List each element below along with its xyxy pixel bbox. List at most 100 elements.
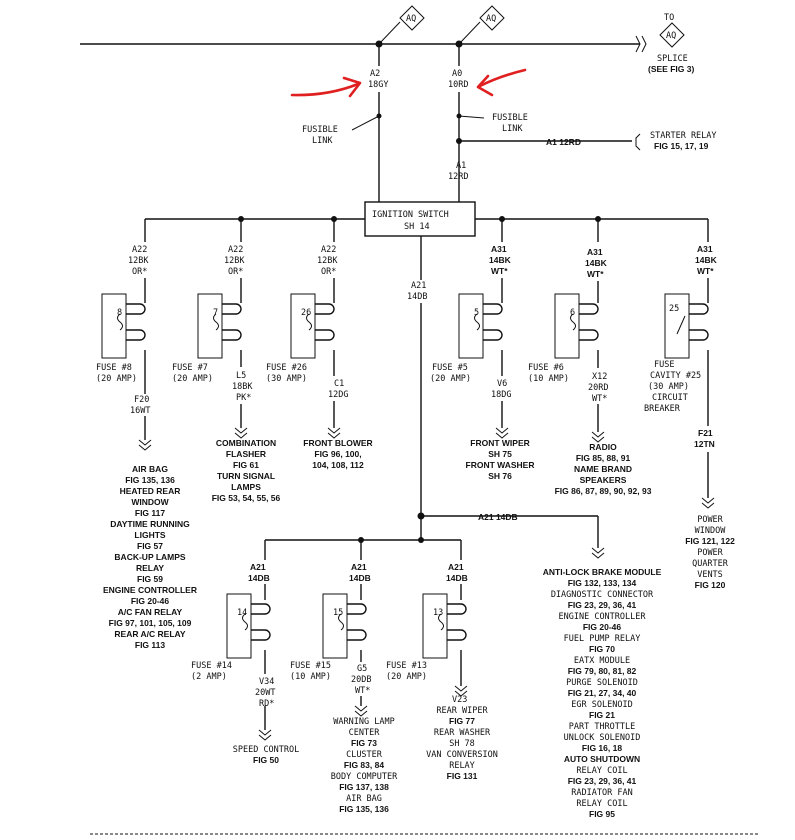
load-wiper-group: FRONT WIPER SH 75 FRONT WASHER SH 76 [466,438,535,481]
svg-text:FLASHER: FLASHER [226,449,266,459]
svg-text:SPEAKERS: SPEAKERS [580,475,627,485]
svg-text:FIG 117: FIG 117 [135,508,166,518]
svg-text:FIG 96, 100,: FIG 96, 100, [314,449,361,459]
svg-text:25: 25 [669,304,679,314]
a1-gauge-label: 12RD [448,172,468,182]
red-arrow-right-head [476,74,494,97]
svg-text:A31: A31 [587,247,603,257]
svg-text:FUEL PUMP RELAY: FUEL PUMP RELAY [564,634,641,644]
svg-text:EATX MODULE: EATX MODULE [574,656,630,666]
svg-text:A31: A31 [491,244,507,254]
svg-text:FRONT WASHER: FRONT WASHER [466,460,535,470]
svg-text:FIG 77: FIG 77 [449,716,475,726]
upper-wire-labels: A22 12BK OR* A22 12BK OR* A22 12BK OR* A… [128,244,718,302]
fuse-7-rating: (20 AMP) [172,374,213,384]
svg-text:WINDOW: WINDOW [695,526,727,536]
svg-text:AIR BAG: AIR BAG [132,464,168,474]
svg-text:A22: A22 [321,245,336,255]
svg-text:POWER: POWER [697,515,723,525]
svg-text:FIG 97, 101, 105, 109: FIG 97, 101, 105, 109 [109,618,192,628]
fuse-14-rating: (2 AMP) [191,672,227,682]
splice-diamond [659,22,685,48]
load-radio-group: RADIO FIG 85, 88, 91 NAME BRAND SPEAKERS… [555,442,652,496]
diamond-left [399,5,425,31]
svg-text:FIG 70: FIG 70 [589,644,615,654]
diamond-right [479,5,505,31]
fuse-5-label: FUSE #5 [432,363,468,373]
svg-text:UNLOCK SOLENOID: UNLOCK SOLENOID [564,733,641,743]
fuse-5-rating: (20 AMP) [430,374,471,384]
svg-text:V34: V34 [259,677,274,687]
fuse-25-label: FUSE [654,360,674,370]
a1-wire-label: A1 12RD [546,137,581,147]
fuse-14: 14 [226,593,271,659]
svg-text:G5: G5 [357,664,367,674]
svg-text:LIGHTS: LIGHTS [134,530,165,540]
svg-text:FIG 95: FIG 95 [589,809,615,819]
svg-text:ENGINE CONTROLLER: ENGINE CONTROLLER [559,612,647,622]
svg-text:FIG 73: FIG 73 [351,738,377,748]
svg-text:14DB: 14DB [407,292,427,302]
svg-text:WT*: WT* [355,686,370,696]
svg-text:VAN CONVERSION: VAN CONVERSION [426,750,498,760]
svg-text:FIG 23, 29, 36, 41: FIG 23, 29, 36, 41 [568,776,637,786]
fuse-8-label: FUSE #8 [96,363,132,373]
svg-text:FIG 85, 88, 91: FIG 85, 88, 91 [576,453,631,463]
svg-text:FIG 131: FIG 131 [447,771,478,781]
fuse-13-label: FUSE #13 [386,661,427,671]
svg-text:FIG 86, 87, 89, 90, 92, 93: FIG 86, 87, 89, 90, 92, 93 [555,486,652,496]
svg-text:F20: F20 [134,395,149,405]
svg-text:A21: A21 [448,562,464,572]
svg-text:RADIATOR FAN: RADIATOR FAN [571,788,632,798]
fuse-25-circuit-breaker: 25 [664,293,709,359]
svg-text:FRONT WIPER: FRONT WIPER [470,438,530,448]
svg-text:PURGE SOLENOID: PURGE SOLENOID [566,678,638,688]
svg-text:7: 7 [213,308,218,318]
svg-text:FIG 53, 54, 55, 56: FIG 53, 54, 55, 56 [212,493,281,503]
svg-text:POWER: POWER [697,548,723,558]
svg-text:RELAY COIL: RELAY COIL [576,799,627,809]
diamond-left-label: AQ [406,14,416,24]
starter-relay-figs: FIG 15, 17, 19 [654,141,709,151]
svg-text:A21: A21 [351,562,367,572]
svg-text:18DG: 18DG [491,390,511,400]
svg-text:14DB: 14DB [446,573,468,583]
svg-text:FIG 16, 18: FIG 16, 18 [582,743,622,753]
splice-diamond-label: AQ [666,31,676,41]
svg-text:L5: L5 [236,371,246,381]
svg-text:BACK-UP LAMPS: BACK-UP LAMPS [114,552,185,562]
svg-text:REAR WASHER: REAR WASHER [434,728,491,738]
svg-text:ANTI-LOCK BRAKE MODULE: ANTI-LOCK BRAKE MODULE [543,567,662,577]
svg-text:EGR SOLENOID: EGR SOLENOID [571,700,632,710]
svg-text:FIG 120: FIG 120 [695,580,726,590]
leader-right [458,21,481,45]
a21-14db-label: A21 14DB [478,512,518,522]
svg-text:FIG 57: FIG 57 [137,541,163,551]
svg-text:14BK: 14BK [489,255,512,265]
fuse-15: 15 [322,593,367,659]
svg-text:F21: F21 [698,428,713,438]
starter-relay-label: STARTER RELAY [650,131,717,141]
fuse-13-rating: (20 AMP) [386,672,427,682]
load-flasher-group: COMBINATION FLASHER FIG 61 TURN SIGNAL L… [212,438,281,503]
svg-text:AIR BAG: AIR BAG [346,794,382,804]
svg-text:FIG 50: FIG 50 [253,755,279,765]
svg-text:DIAGNOSTIC CONNECTOR: DIAGNOSTIC CONNECTOR [551,590,654,600]
svg-text:SH 76: SH 76 [488,471,512,481]
fuse-15-label: FUSE #15 [290,661,331,671]
bus-break-symbol [635,35,647,53]
svg-text:OR*: OR* [132,267,147,277]
svg-text:RELAY: RELAY [136,563,164,573]
svg-text:FIG 83, 84: FIG 83, 84 [344,760,384,770]
svg-text:V23: V23 [452,695,467,705]
svg-text:RADIO: RADIO [589,442,617,452]
load-rear-wiper-group: REAR WIPER FIG 77 REAR WASHER SH 78 VAN … [426,706,498,781]
fusible-link-right-1: FUSIBLE [492,113,528,123]
svg-text:14BK: 14BK [695,255,718,265]
svg-text:A31: A31 [697,244,713,254]
svg-text:12BK: 12BK [128,256,149,266]
svg-text:20RD: 20RD [588,383,608,393]
svg-text:12BK: 12BK [317,256,338,266]
svg-text:HEATED REAR: HEATED REAR [120,486,181,496]
svg-text:12TN: 12TN [694,439,715,449]
